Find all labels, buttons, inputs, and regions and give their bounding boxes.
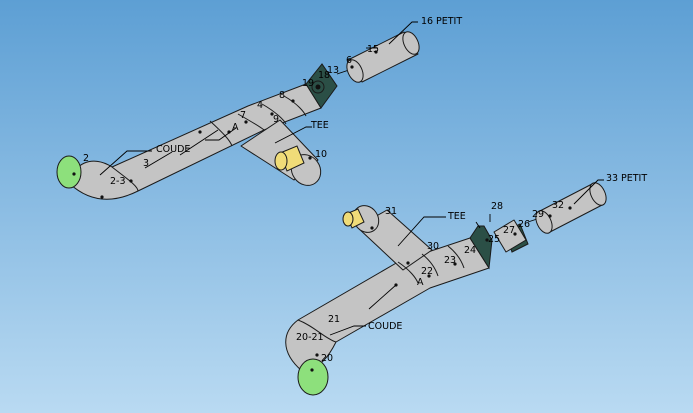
label-2-27: 27 [503, 225, 515, 236]
assembly-2: 33 PETIT 32 29 26 27 28 25 24 23 31 TEE … [285, 173, 647, 396]
label-1-tee: TEE [310, 120, 329, 131]
label-1-7: 7 [240, 110, 246, 121]
label-2-22: 22 [421, 266, 433, 277]
label-2-21: 21 [328, 314, 340, 325]
label-1-19: 19 [302, 78, 314, 89]
label-2-28: 28 [491, 201, 503, 212]
yellow-fitting-icon[interactable] [274, 145, 305, 172]
label-2-petit: PETIT [621, 173, 647, 184]
label-2-20: 20 [321, 353, 333, 364]
green-end-flange-icon[interactable] [297, 358, 329, 396]
label-1-15: 15 [367, 44, 379, 55]
label-2-a: A [417, 277, 424, 288]
label-1-2: 2 [83, 153, 89, 164]
label-1-18: 18 [318, 70, 330, 81]
label-1-4: 4 [257, 100, 263, 111]
label-2-33: 33 [606, 173, 618, 184]
label-1-2-3: 2-3 [110, 176, 126, 187]
assembly-1: 16 PETIT 15 6 13 18 19 8 4 7 9 A TEE 10 … [56, 16, 462, 200]
label-2-coude: COUDE [368, 321, 402, 332]
dark-reducer-icon[interactable] [305, 63, 338, 109]
label-2-30: 30 [427, 241, 439, 252]
label-2-24: 24 [464, 245, 476, 256]
green-end-flange-icon[interactable] [56, 155, 82, 189]
label-2-25: 25 [488, 234, 500, 245]
label-1-16: 16 [421, 16, 433, 27]
label-2-26: 26 [518, 219, 530, 230]
label-1-13: 13 [327, 65, 339, 76]
label-2-20-21: 20-21 [296, 332, 324, 343]
label-1-a: A [232, 122, 239, 133]
label-2-32: 32 [552, 200, 564, 211]
label-1-6: 6 [346, 55, 352, 66]
label-2-29: 29 [532, 209, 544, 220]
label-1-coude: COUDE [156, 144, 190, 155]
yellow-fitting-icon[interactable] [342, 208, 365, 229]
label-1-petit: PETIT [436, 16, 462, 27]
label-2-31: 31 [385, 206, 397, 217]
label-2-tee: TEE [447, 211, 466, 222]
label-1-9: 9 [273, 114, 279, 125]
label-1-8: 8 [279, 90, 285, 101]
label-1-10: 10 [315, 149, 327, 160]
label-1-3: 3 [143, 158, 149, 169]
label-2-23: 23 [444, 255, 456, 266]
